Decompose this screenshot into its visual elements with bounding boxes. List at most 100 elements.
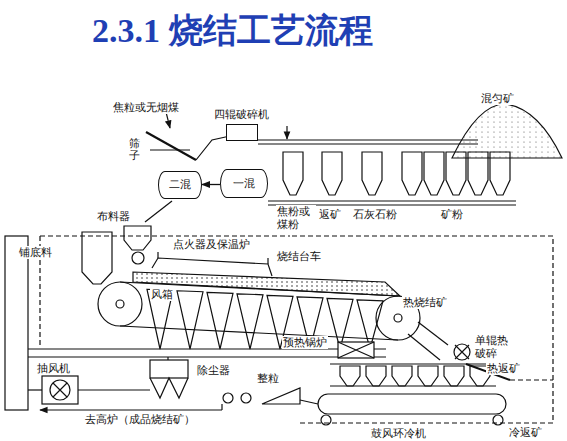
main-duct [28, 356, 386, 357]
conveyor-arrow [202, 184, 220, 185]
wind-boxes [207, 292, 233, 349]
slide-title: 2.3.1 烧结工艺流程 [92, 8, 373, 54]
return-fines-line [40, 236, 553, 423]
sinter-strand [98, 282, 142, 326]
node-text: 四辊破碎机 [214, 108, 269, 121]
sinter-strand [116, 300, 124, 308]
feed-bins [322, 152, 342, 195]
sizing-screens [262, 388, 300, 404]
main-duct [28, 348, 386, 349]
mixing-conveyor [268, 200, 516, 201]
crusher-symbol [226, 124, 258, 141]
product-line [40, 409, 222, 410]
preheat-boiler [338, 342, 374, 358]
part-label: 混匀矿 [480, 92, 515, 105]
discharge-chute [454, 344, 470, 360]
node-text: 二混 [169, 178, 191, 191]
ring-cooler [366, 366, 386, 386]
part-label: 单辊热破碎 [474, 334, 514, 360]
part-label: 整粒 [256, 372, 280, 385]
part-label: 点火器及保温炉 [172, 238, 251, 251]
ignition-hood [157, 252, 158, 258]
discharge-chute [455, 345, 469, 359]
exhaust-fan [28, 389, 42, 390]
ore-pile [452, 104, 562, 158]
ring-cooler [418, 366, 438, 386]
wind-boxes [177, 291, 203, 349]
hearth-layer-hopper [82, 232, 112, 284]
sizing-screens [223, 388, 318, 404]
feeder-chute [124, 201, 172, 264]
exhaust-fan [28, 376, 78, 404]
ignition-hood [152, 252, 272, 276]
ring-cooler [330, 385, 496, 386]
discharge-chute [408, 334, 440, 360]
sinter-strand [120, 326, 398, 340]
discharge-chute [418, 322, 448, 345]
ring-cooler [444, 366, 464, 386]
part-label: 铺底料 [18, 246, 53, 259]
feed-bins [283, 152, 303, 195]
ring-cooler [330, 363, 496, 364]
part-label: 筛子 [128, 138, 141, 162]
part-label: 返矿 [318, 208, 342, 221]
sizing-screens [241, 393, 251, 403]
chimney [5, 236, 28, 410]
crusher-box: 四辊破碎机 [214, 108, 269, 141]
return-fines-line [290, 236, 553, 423]
screen [146, 132, 196, 160]
part-label: 热返矿 [486, 362, 521, 375]
feed-bins [490, 152, 510, 195]
part-label: 预热锅炉 [282, 336, 328, 349]
screen [150, 149, 190, 150]
feed-bins [362, 152, 382, 195]
sizing-screens [223, 393, 233, 403]
ring-cooler [318, 364, 506, 425]
product-line [221, 404, 222, 410]
mixer-drum: 一混 [220, 169, 268, 198]
part-label: 冷返矿 [508, 426, 543, 439]
part-label: 焦粉或煤粉 [276, 205, 316, 231]
part-label: 风箱 [150, 288, 174, 301]
dust-collector [78, 357, 188, 398]
feed-bins [402, 152, 422, 195]
hearth-layer-hopper [82, 232, 112, 284]
part-label: 除尘器 [196, 364, 231, 377]
feed-bins [468, 152, 488, 195]
part-label: 石灰石粉 [352, 208, 398, 221]
exhaust-fan [53, 383, 67, 397]
feed-bins [424, 152, 444, 195]
part-label: 烧结台车 [276, 250, 322, 263]
feed-bins [283, 152, 510, 195]
return-fines-line [510, 379, 553, 380]
part-label: 热烧结矿 [402, 296, 448, 309]
wind-boxes [237, 294, 263, 349]
return-fines-line [40, 235, 290, 236]
part-label: 布料器 [96, 210, 131, 223]
ring-cooler [318, 394, 506, 414]
part-label: 抽风机 [36, 362, 71, 375]
wind-boxes [327, 298, 353, 349]
dust-collector [78, 389, 150, 390]
preheat-boiler [338, 342, 374, 358]
feeder-chute [124, 226, 151, 250]
sinter-strand [98, 272, 420, 340]
top-conveyor [258, 126, 478, 144]
part-label: 去高炉（成品烧结矿） [84, 413, 196, 426]
ring-cooler [340, 366, 360, 386]
exhaust-fan [50, 380, 70, 400]
exhaust-fan [42, 376, 78, 404]
part-label: 焦粒或无烟煤 [112, 101, 180, 114]
process-illustration [5, 104, 562, 425]
feeder-chute [145, 201, 172, 222]
dust-collector [167, 357, 168, 360]
screen [166, 112, 170, 128]
sinter-strand [394, 314, 402, 322]
feeder-chute [132, 252, 144, 264]
ignition-hood [267, 258, 268, 264]
ring-cooler [392, 366, 412, 386]
product-line [40, 404, 222, 410]
dust-collector [150, 360, 188, 378]
ore-pile [452, 104, 562, 158]
